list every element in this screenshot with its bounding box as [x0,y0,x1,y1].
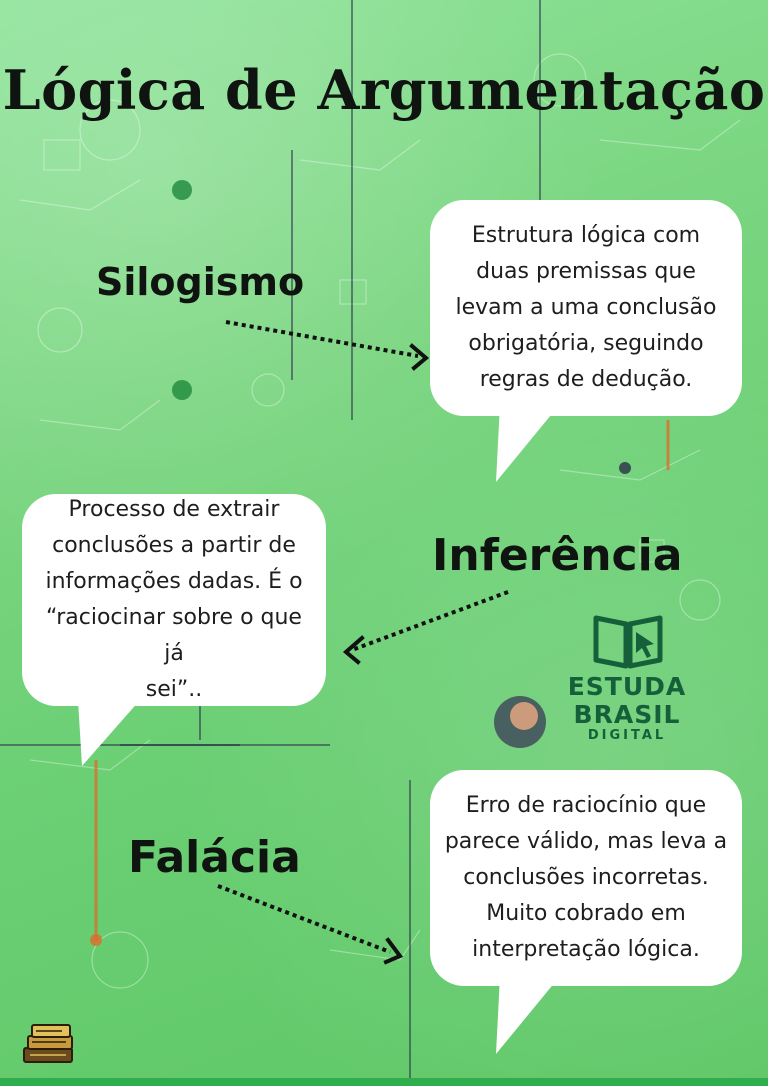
definition-text-inferencia: Processo de extrair conclusões a partir … [45,497,303,702]
logo-text-digital: DIGITAL [587,728,667,743]
tail-inferencia [78,700,140,766]
arrow-silogismo-line [225,320,419,358]
arrowhead-inferencia-icon [342,635,365,665]
logo-text-estuda: ESTUDA [567,672,687,701]
arrow-inferencia-line [351,590,509,652]
book-stack-icon [23,1024,73,1063]
page-title: Lógica de Argumentação [2,58,766,122]
arrowhead-falacia-icon [383,937,404,965]
definition-bubble-inferencia: Processo de extrair conclusões a partir … [22,494,326,706]
definition-text-silogismo: Estrutura lógica com duas premissas que … [455,223,717,392]
tail-falacia [496,976,560,1054]
tail-silogismo [496,404,560,482]
term-inferencia: Inferência [432,530,683,581]
arrow-falacia-line [217,884,391,954]
logo-text-brasil: BRASIL [573,700,681,729]
brand-logo: ESTUDA BRASIL DIGITAL [566,612,688,746]
definition-text-falacia: Erro de raciocínio que parece válido, ma… [444,793,728,962]
arrowhead-silogismo-icon [409,343,430,371]
definition-bubble-silogismo: Estrutura lógica com duas premissas que … [430,200,742,416]
bubble-tails [78,404,560,1054]
definition-bubble-falacia: Erro de raciocínio que parece válido, ma… [430,770,742,986]
term-falacia: Falácia [128,832,301,883]
open-book-cursor-icon [593,615,663,669]
term-silogismo: Silogismo [96,260,305,304]
